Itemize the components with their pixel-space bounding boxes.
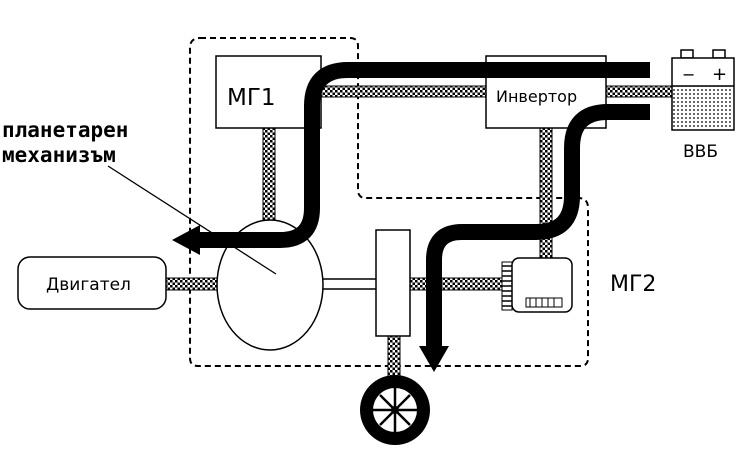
inverter-label: Инвертор <box>496 87 577 106</box>
output-shaft <box>322 278 376 290</box>
planetary-leader-line <box>107 165 277 275</box>
mg2-label: МГ2 <box>610 272 656 297</box>
battery-terminal-positive <box>712 49 726 59</box>
battery-terminal-negative <box>680 49 694 59</box>
battery-plus-sign: + <box>712 64 727 85</box>
mg2-motor <box>501 257 573 313</box>
flow-arrow-battery-to-planetary <box>198 62 650 248</box>
flow-arrow-battery-to-wheel <box>426 104 650 348</box>
mg1-to-inverter-cable <box>317 85 487 98</box>
mg1-shaft <box>262 127 276 224</box>
engine-label: Двигател <box>46 275 131 295</box>
engine-shaft <box>165 277 219 291</box>
mg2-shaft <box>409 277 503 291</box>
inverter-to-battery-cable <box>605 85 673 98</box>
energy-flow-arrows <box>172 62 650 372</box>
battery-minus-sign: − <box>682 65 695 84</box>
inverter-to-mg2-cable <box>539 127 553 263</box>
planetary-label-line1: планетарен <box>2 118 128 142</box>
battery: − + <box>671 49 735 131</box>
reduction-gear <box>375 229 411 337</box>
planetary-label-line2: механизъм <box>2 143 116 167</box>
battery-electrolyte <box>673 86 733 129</box>
mg2-gear-teeth <box>501 261 513 311</box>
arrowhead-down <box>419 346 449 372</box>
arrowhead-left <box>172 225 200 255</box>
mg1-dashed-region <box>189 37 589 367</box>
mg1-label: МГ1 <box>227 85 276 111</box>
battery-label: ВВБ <box>683 142 718 162</box>
wheel-icon <box>360 375 430 445</box>
engine-box <box>17 256 167 310</box>
